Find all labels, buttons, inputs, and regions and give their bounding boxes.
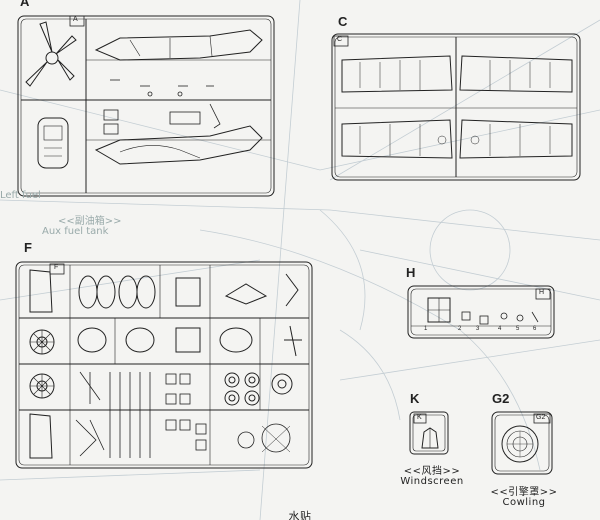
windscreen-caption-en: Windscreen	[400, 476, 464, 487]
propeller-part	[25, 21, 77, 87]
wing-lower-left	[341, 119, 453, 159]
sprue-h	[407, 285, 555, 339]
wing-upper-right	[459, 55, 573, 93]
fuselage-half-upper	[94, 29, 263, 61]
background-label-fuel-tank-cn: <<副油箱>>	[58, 216, 122, 227]
engine-part	[29, 329, 55, 355]
sprue-a-label: A	[20, 0, 30, 9]
sprue-g2-tag: G2	[536, 414, 546, 421]
h-part-number: 4	[498, 326, 502, 332]
sprue-f-tag: F	[54, 264, 59, 271]
sprue-f	[15, 261, 313, 469]
tail-fin-part-2	[29, 413, 53, 459]
cowling-part	[501, 425, 539, 463]
sprue-a-tag: A	[73, 16, 78, 23]
wing-upper-left	[341, 55, 453, 93]
decal-caption-cn: 水贴	[288, 510, 312, 520]
windscreen-caption-cn: <<风挡>>	[403, 466, 461, 477]
sprue-c-label: C	[338, 14, 348, 29]
sprue-g2-label: G2	[492, 391, 510, 406]
wing-lower-right	[459, 119, 573, 159]
sprue-k	[409, 411, 449, 455]
h-part-number: 6	[533, 326, 537, 332]
h-part-number: 2	[458, 326, 462, 332]
windscreen-part	[421, 427, 439, 449]
cockpit-tub-part	[37, 117, 69, 169]
sprue-c-tag: C	[337, 36, 343, 43]
sprue-k-tag: K	[417, 414, 422, 421]
sprue-h-tag: H	[539, 289, 545, 296]
sprue-g2	[491, 411, 553, 475]
sprue-f-label: F	[24, 240, 32, 255]
h-part-number: 3	[476, 326, 480, 332]
sprue-a	[17, 15, 275, 197]
cowling-caption-cn: <<引擎罩>>	[490, 487, 558, 498]
background-label-fuel-tank-en: Aux fuel tank	[42, 226, 109, 237]
sprue-k-label: K	[410, 391, 420, 406]
sprue-h-label: H	[406, 265, 416, 280]
background-label-left-fuel: Left fuel	[0, 190, 41, 201]
tail-fin-part	[29, 269, 53, 313]
fuselage-half-lower	[94, 125, 263, 165]
sprue-c	[331, 33, 581, 181]
h-part-number: 1	[424, 326, 428, 332]
cowling-caption-en: Cowling	[502, 497, 546, 508]
h-part-number: 5	[516, 326, 520, 332]
engine-part-2	[29, 373, 55, 399]
